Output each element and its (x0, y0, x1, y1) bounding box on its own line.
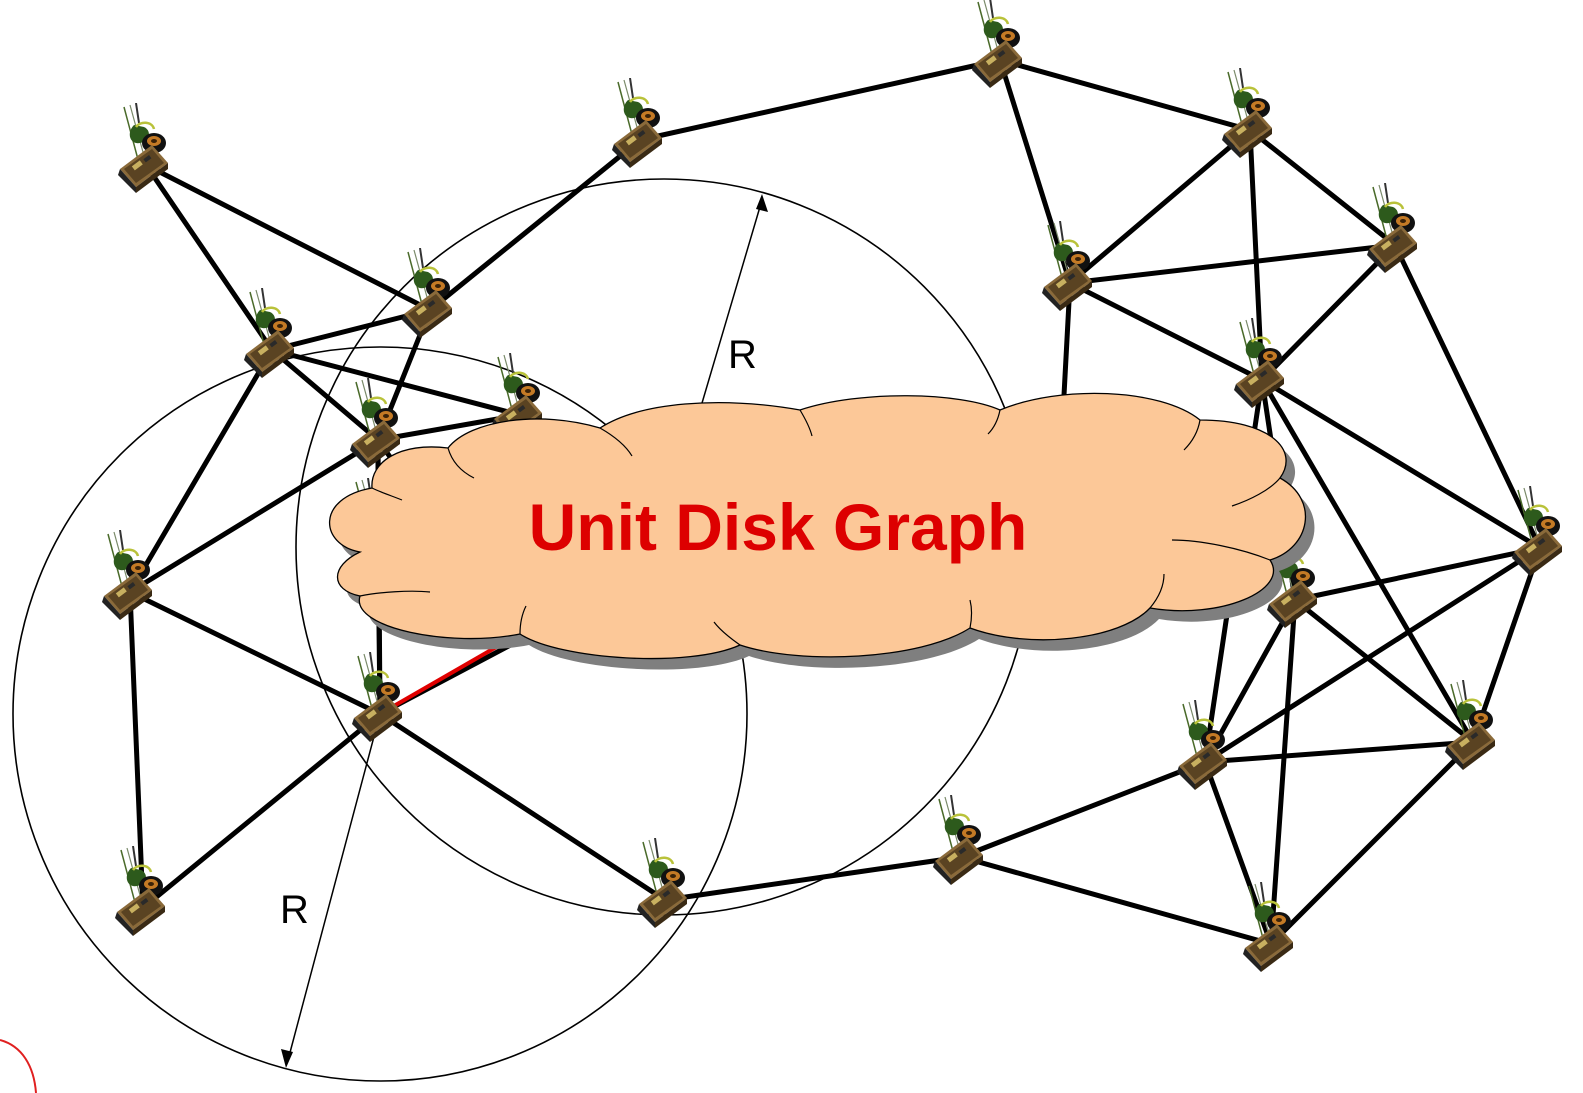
graph-edge (127, 589, 383, 717)
partial-red-circle (0, 1039, 37, 1093)
diagram-title: Unit Disk Graph (529, 490, 1028, 564)
graph-edge (958, 759, 1208, 860)
sensor-mote-icon (970, 0, 1024, 88)
graph-edge (1247, 127, 1398, 248)
radius-label-lower: R (280, 888, 309, 932)
graph-edge (269, 347, 523, 418)
graph-edge (143, 162, 433, 313)
graph-edge (377, 711, 668, 903)
graph-edge (662, 854, 964, 903)
sensor-mote-icon (1241, 882, 1295, 972)
graph-edge (997, 57, 1253, 133)
graph-edge (1067, 280, 1265, 383)
sensor-mote-icon (400, 248, 454, 338)
radius-label-upper: R (728, 333, 757, 377)
sensor-mote-icon (610, 78, 664, 168)
graph-edge (1259, 377, 1543, 551)
highlighted-edge (378, 640, 507, 716)
graph-edge (1292, 597, 1476, 745)
transmission-range-circle-left (12, 346, 748, 1082)
graph-edge (127, 589, 146, 911)
graph-edge (143, 162, 275, 353)
graph-edge (1202, 739, 1476, 765)
radius-indicator-upper: R (696, 194, 768, 421)
graph-edge (1392, 242, 1543, 551)
graph-edge (1067, 242, 1398, 286)
graph-edge (1067, 127, 1253, 286)
graph-edge (1268, 597, 1298, 947)
sensor-mote-icon (116, 103, 170, 193)
radius-indicator-lower: R (280, 713, 381, 1068)
graph-edge (127, 347, 275, 595)
graph-edge (1292, 545, 1543, 603)
graph-edge (140, 711, 383, 911)
title-cloud: Unit Disk Graph (328, 392, 1315, 670)
graph-edge (1470, 545, 1543, 745)
graph-edge (269, 347, 381, 443)
graph-edge (127, 437, 381, 595)
sensor-mote-icon (1175, 700, 1229, 790)
graph-edge (1259, 242, 1398, 383)
cloud-shape (328, 392, 1307, 660)
graph-edge (1259, 377, 1476, 745)
sensor-mote-icon (931, 795, 985, 885)
sensor-mote-icon (100, 530, 154, 620)
graph-edge (1202, 545, 1543, 765)
graph-edge (958, 854, 1274, 947)
graph-edge (1268, 739, 1476, 947)
graph-edge (427, 137, 643, 313)
graph-edge (637, 57, 1003, 143)
